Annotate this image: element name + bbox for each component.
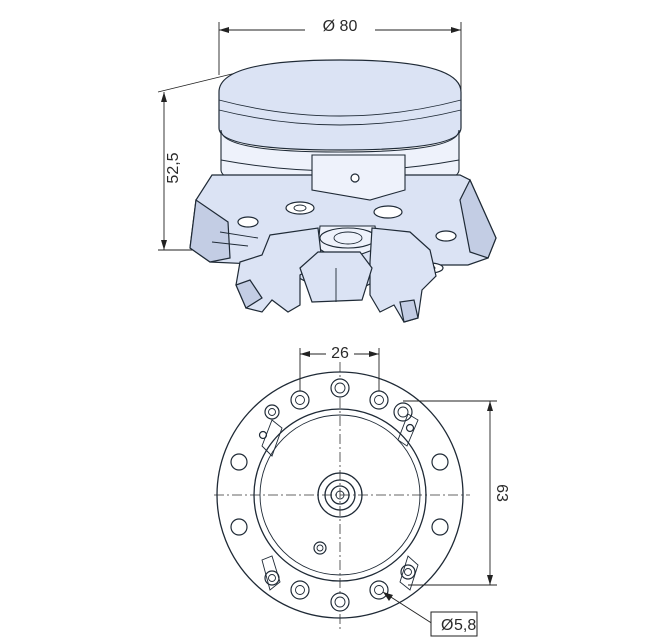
dimension-hole-diameter: 5,8 (454, 617, 476, 634)
plan-view: 26 63 Ø 5,8 (214, 341, 510, 637)
dimension-width: 63 (493, 484, 510, 502)
dimension-top-diameter: Ø 80 (323, 18, 358, 35)
svg-text:Ø: Ø (441, 617, 453, 634)
dimension-hole-spacing: 26 (331, 345, 349, 362)
dimension-height: 52,5 (165, 152, 182, 183)
isometric-view: Ø 80 52,5 (157, 16, 497, 323)
